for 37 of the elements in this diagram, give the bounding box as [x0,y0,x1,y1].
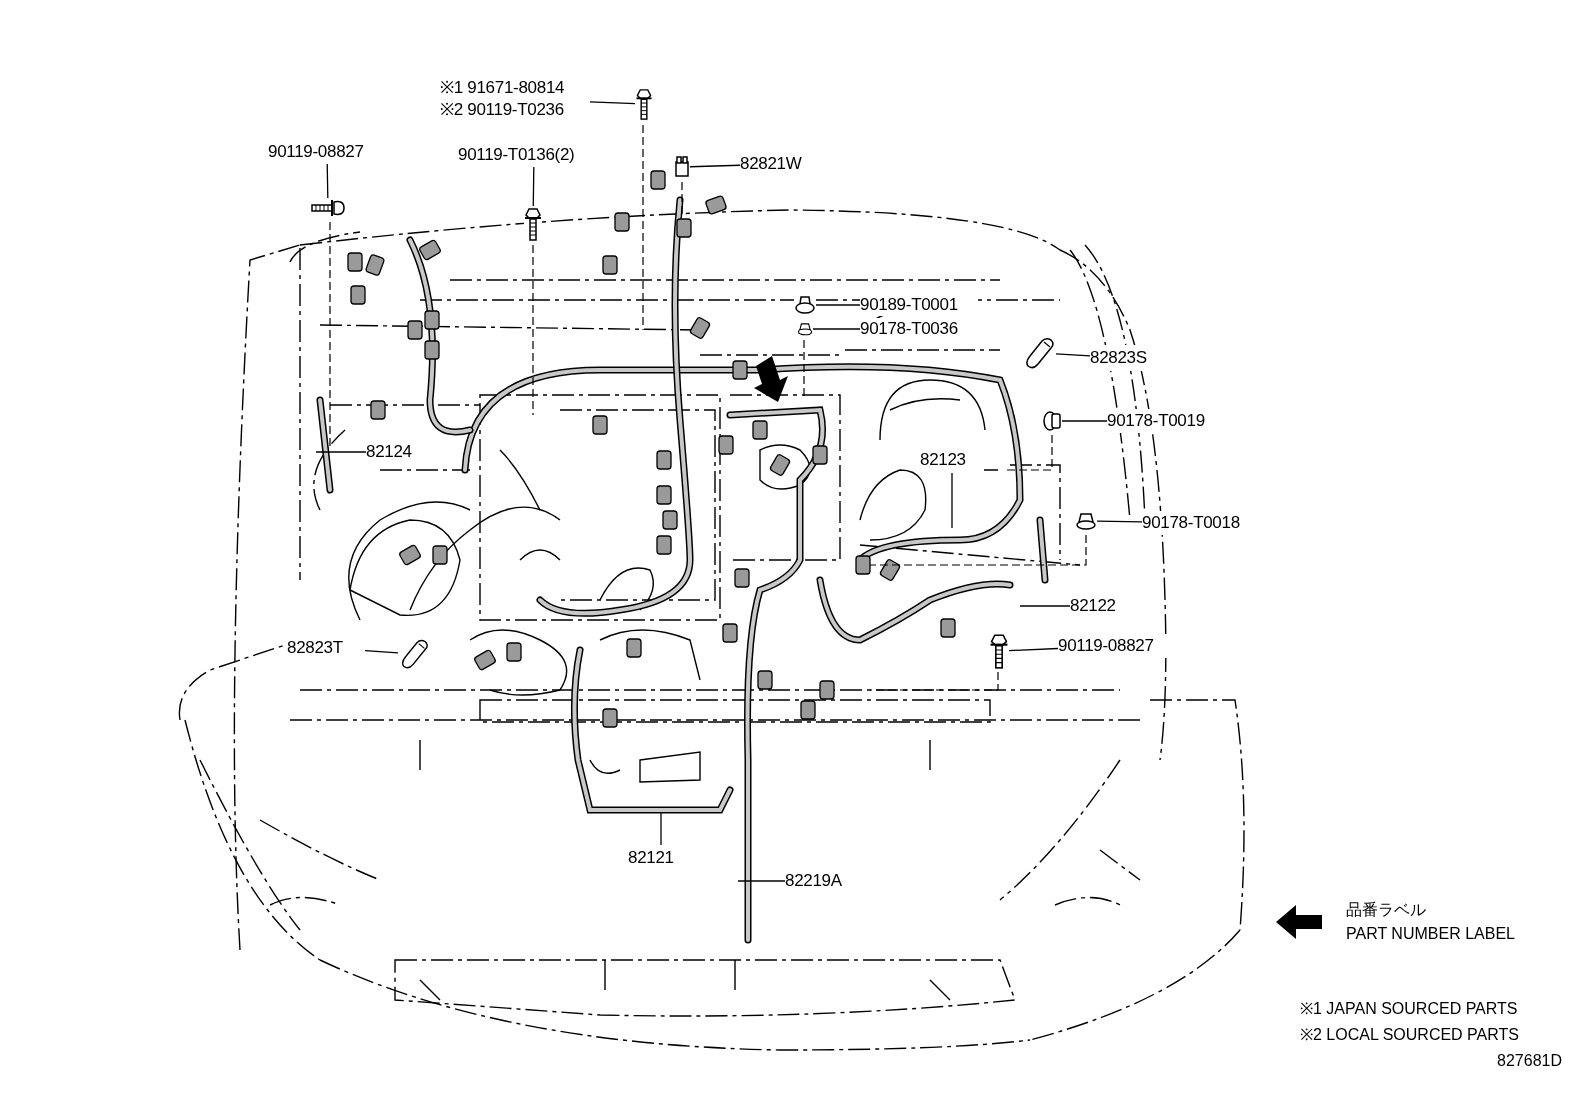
leader-line [1055,353,1091,357]
part-number: 82821W [740,153,803,175]
part-number: ※2 90119-T0236 [440,99,565,121]
part-number: 90178-T0019 [1107,410,1206,432]
part-number: 82823T [287,637,344,659]
legend-text: 品番ラベル PART NUMBER LABEL [1346,900,1516,944]
leader-line [1019,605,1071,607]
leader-line [326,163,329,199]
part-number: 90119-08827 [268,141,365,163]
leader-line [1008,647,1059,652]
note-text: ※1 JAPAN SOURCED PARTS [1300,999,1518,1019]
part-number: 82122 [1070,595,1117,617]
part-number: ※1 91671-80814 [440,77,566,99]
leader-line [737,880,786,882]
note-text: ※2 LOCAL SOURCED PARTS [1300,1025,1519,1045]
leader-line [1061,420,1108,422]
leader-line [532,166,535,207]
leader-line [812,328,861,330]
leader-line [815,304,861,306]
leader-line [315,451,367,453]
part-number: 90189-T0001 [860,294,959,316]
part-number: 90178-T0036 [860,318,959,340]
note-text: 827681D [1497,1051,1562,1071]
part-number: 82121 [628,847,675,869]
part-number: 82219A [785,870,843,892]
leader-line [951,472,953,529]
leader-line [589,101,636,105]
part-number: 82123 [920,449,967,471]
part-number: 82124 [366,441,413,463]
leader-line [689,164,741,168]
leader-line [364,650,399,654]
part-number: 90119-T0136(2) [458,144,576,166]
part-number: 82823S [1090,347,1148,369]
part-number: 90178-T0018 [1142,512,1241,534]
leader-line [660,811,662,846]
part-number: 90119-08827 [1058,635,1155,657]
leader-line [1096,520,1143,523]
